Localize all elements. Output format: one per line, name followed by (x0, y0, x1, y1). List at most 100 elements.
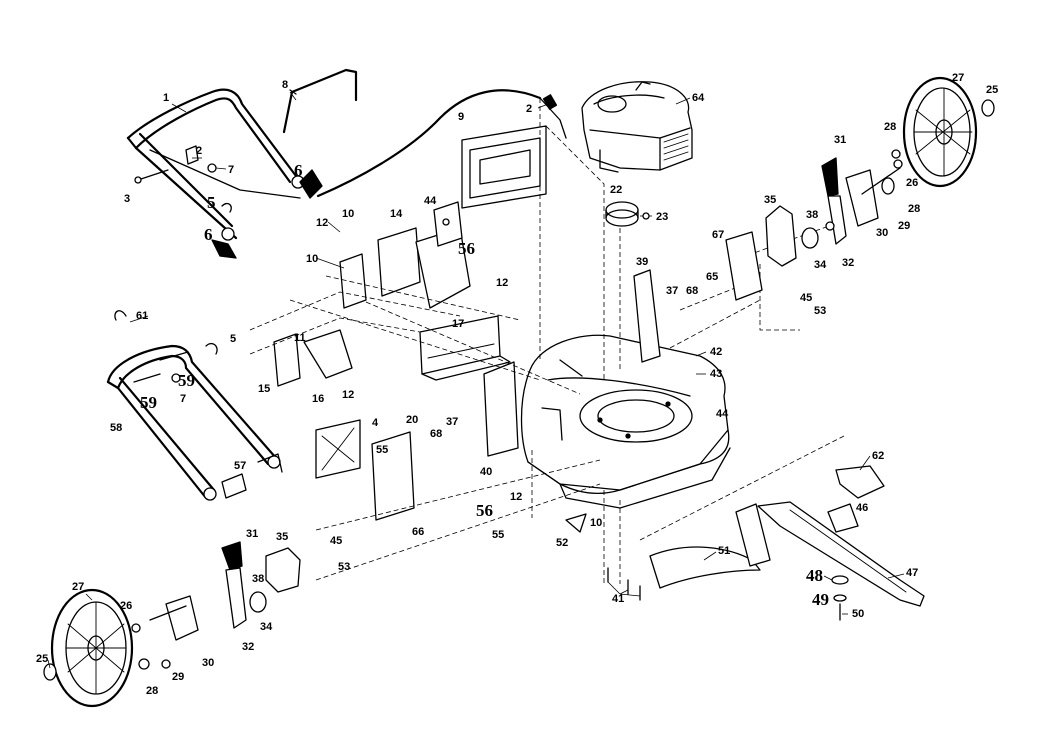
callout-label: 35 (764, 194, 776, 206)
handle-bolts-59 (133, 342, 218, 383)
callout-label: 26 (120, 600, 132, 612)
bracket-39 (633, 269, 661, 363)
handle-knob-upper (299, 169, 323, 199)
callout-label: 5 (230, 333, 236, 345)
height-adjuster-left (131, 541, 267, 670)
callout-label: 3 (124, 193, 130, 205)
callout-label: 23 (656, 211, 668, 223)
callout-label: 40 (480, 466, 492, 478)
callout-label: 29 (172, 671, 184, 683)
callout-label: 49 (812, 590, 829, 609)
callout-label: 52 (556, 537, 568, 549)
mounting-brackets (273, 253, 519, 521)
callout-label: 56 (458, 239, 475, 258)
leader-lines (47, 91, 905, 669)
assembly-dash-lines (249, 98, 845, 584)
callout-label: 35 (276, 531, 288, 543)
blade-bolt-stack (831, 575, 849, 621)
pulley (605, 201, 652, 227)
callout-label: 46 (856, 502, 868, 514)
callout-label: 11 (294, 332, 306, 344)
callout-label: 20 (406, 414, 418, 426)
callout-label: 68 (430, 428, 442, 440)
callout-label: 14 (390, 208, 403, 220)
callout-label: 31 (246, 528, 258, 540)
callout-label: 53 (814, 305, 826, 317)
callout-label: 6 (294, 161, 303, 180)
callout-label: 27 (72, 581, 84, 593)
callout-label: 12 (510, 491, 522, 503)
callout-label: 30 (876, 227, 888, 239)
callout-label: 28 (908, 203, 920, 215)
callout-label: 39 (636, 256, 648, 268)
handle-bolt-3 (134, 169, 169, 184)
rear-door-panel (377, 227, 511, 381)
callout-label: 44 (716, 408, 729, 420)
baffle-62 (835, 465, 885, 499)
callout-label: 28 (146, 685, 158, 697)
callout-label: 45 (330, 535, 342, 547)
callout-label: 67 (712, 229, 724, 241)
callout-label: 25 (986, 84, 998, 96)
mower-deck (520, 334, 731, 509)
callout-label: 55 (376, 444, 388, 456)
callout-label: 31 (834, 134, 846, 146)
callout-label: 7 (228, 164, 234, 176)
handle-bracket-57 (221, 453, 283, 499)
wheel-bracket-35-right (765, 205, 797, 267)
callout-label: 38 (252, 573, 264, 585)
callout-label: 34 (814, 259, 827, 271)
callout-label: 2 (526, 103, 532, 115)
callout-label: 26 (906, 177, 918, 189)
callout-label: 22 (610, 184, 622, 196)
callout-label: 27 (952, 72, 964, 84)
callout-label: 6 (204, 225, 213, 244)
callout-label: 10 (342, 208, 354, 220)
callout-label: 15 (258, 383, 270, 395)
control-bar (282, 68, 358, 134)
baffle-51 (649, 503, 771, 589)
hinge-panel-44 (433, 201, 463, 247)
callout-label: 43 (710, 368, 722, 380)
callout-label: 10 (590, 517, 602, 529)
callout-label: 41 (612, 593, 624, 605)
callout-labels: 1 2 7 3 5 6 6 8 2 9 64 27 25 28 31 26 29… (36, 72, 998, 697)
callout-label: 53 (338, 561, 350, 573)
deck-bolts-41 (607, 567, 641, 601)
callout-label: 32 (242, 641, 254, 653)
callout-label: 65 (706, 271, 718, 283)
callout-label: 37 (446, 416, 458, 428)
callout-label: 10 (306, 253, 318, 265)
callout-label: 51 (718, 545, 730, 557)
height-adjuster-right (801, 149, 903, 249)
callout-label: 38 (806, 209, 818, 221)
callout-label: 61 (136, 310, 148, 322)
callout-label: 44 (424, 195, 437, 207)
callout-label: 9 (458, 111, 464, 123)
callout-label: 62 (872, 450, 884, 462)
cable-bracket (461, 125, 547, 209)
callout-label: 25 (36, 653, 48, 665)
callout-label: 16 (312, 393, 324, 405)
callout-label: 12 (342, 389, 354, 401)
blade (757, 501, 925, 607)
engine (581, 81, 693, 173)
callout-label: 37 (666, 285, 678, 297)
callout-label: 50 (852, 608, 864, 620)
callout-label: 2 (196, 145, 202, 157)
callout-label: 55 (492, 529, 504, 541)
callout-label: 42 (710, 346, 722, 358)
callout-label: 12 (316, 217, 328, 229)
callout-label: 59 (140, 393, 157, 412)
callout-label: 12 (496, 277, 508, 289)
callout-label: 48 (806, 566, 823, 585)
callout-label: 28 (884, 121, 896, 133)
clip-52 (565, 513, 587, 533)
lower-handle (106, 310, 281, 501)
wheel-left (43, 588, 134, 708)
callout-label: 1 (163, 92, 169, 104)
callout-label: 45 (800, 292, 812, 304)
callout-label: 66 (412, 526, 424, 538)
callout-label: 30 (202, 657, 214, 669)
